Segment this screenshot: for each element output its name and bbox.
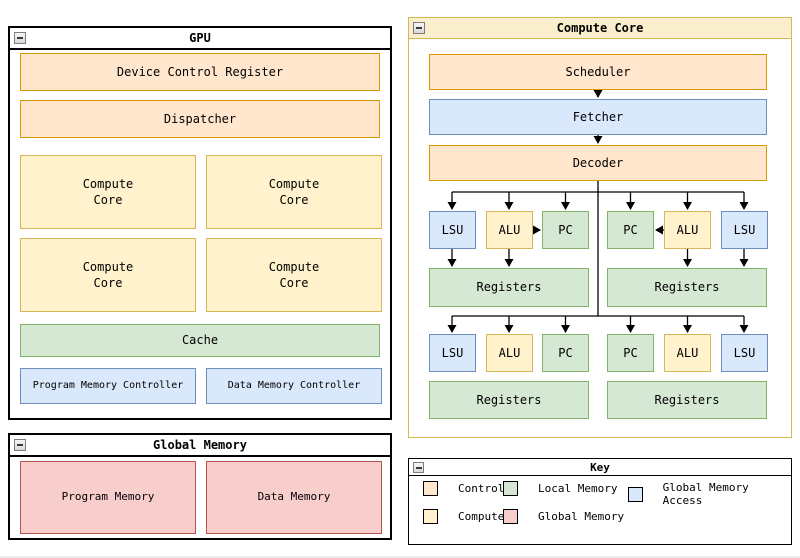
legend-label: Global Memory	[538, 510, 625, 523]
alu-block: ALU	[486, 334, 533, 372]
legend-swatch	[503, 481, 518, 496]
registers-block: Registers	[429, 381, 589, 419]
registers-block: Registers	[429, 268, 589, 307]
compute-core-block-1: Compute Core	[20, 155, 196, 229]
key-panel-header: Key	[409, 459, 791, 476]
global-memory-panel-header: Global Memory	[10, 435, 390, 457]
compute-core-panel-header: Compute Core	[409, 18, 791, 39]
registers-block: Registers	[607, 381, 767, 419]
legend-item-local-memory: Local Memory	[503, 481, 617, 496]
legend-swatch	[423, 509, 438, 524]
alu-block: ALU	[664, 211, 711, 249]
legend-item-control: Control	[423, 481, 504, 496]
minus-icon	[415, 466, 422, 469]
legend-item-compute: Compute	[423, 509, 504, 524]
collapse-icon[interactable]	[14, 32, 26, 44]
data-memory-controller-block: Data Memory Controller	[206, 368, 382, 404]
minus-icon	[17, 444, 23, 446]
gpu-panel-title: GPU	[189, 31, 211, 45]
program-memory-controller-block: Program Memory Controller	[20, 368, 196, 404]
global-memory-panel: Global Memory Program Memory Data Memory	[8, 433, 392, 540]
legend-item-global-memory-access: Global Memory Access	[628, 481, 791, 507]
collapse-icon[interactable]	[413, 22, 425, 34]
lsu-block: LSU	[721, 211, 768, 249]
device-control-register-block: Device Control Register	[20, 53, 380, 91]
legend-swatch	[423, 481, 438, 496]
pc-block: PC	[542, 211, 589, 249]
legend-swatch	[503, 509, 518, 524]
alu-block: ALU	[486, 211, 533, 249]
legend-swatch	[628, 486, 643, 502]
legend-item-global-memory: Global Memory	[503, 509, 624, 524]
global-memory-panel-title: Global Memory	[153, 438, 247, 452]
collapse-icon[interactable]	[14, 439, 26, 451]
program-memory-block: Program Memory	[20, 461, 196, 534]
minus-icon	[416, 27, 422, 29]
scheduler-block: Scheduler	[429, 54, 767, 90]
gpu-panel: GPU Device Control Register Dispatcher C…	[8, 26, 392, 420]
collapse-icon[interactable]	[413, 462, 424, 473]
registers-block: Registers	[607, 268, 767, 307]
lsu-block: LSU	[721, 334, 768, 372]
lsu-block: LSU	[429, 211, 476, 249]
pc-block: PC	[607, 211, 654, 249]
alu-block: ALU	[664, 334, 711, 372]
pc-block: PC	[607, 334, 654, 372]
legend-label: Global Memory Access	[662, 481, 749, 507]
compute-core-panel: Compute Core	[408, 17, 792, 438]
compute-core-block-4: Compute Core	[206, 238, 382, 312]
pc-block: PC	[542, 334, 589, 372]
fetcher-block: Fetcher	[429, 99, 767, 135]
key-panel-title: Key	[590, 460, 610, 474]
gpu-panel-header: GPU	[10, 28, 390, 50]
compute-core-panel-title: Compute Core	[556, 21, 644, 35]
cache-block: Cache	[20, 324, 380, 357]
lsu-block: LSU	[429, 334, 476, 372]
dispatcher-block: Dispatcher	[20, 100, 380, 138]
decoder-block: Decoder	[429, 145, 767, 181]
minus-icon	[17, 37, 23, 39]
data-memory-block: Data Memory	[206, 461, 382, 534]
compute-core-block-3: Compute Core	[20, 238, 196, 312]
legend-label: Compute	[458, 510, 505, 523]
legend-label: Local Memory	[538, 482, 618, 495]
compute-core-block-2: Compute Core	[206, 155, 382, 229]
legend-label: Control	[458, 482, 505, 495]
key-panel: Key Control Local Memory Global Memory A…	[408, 458, 792, 545]
